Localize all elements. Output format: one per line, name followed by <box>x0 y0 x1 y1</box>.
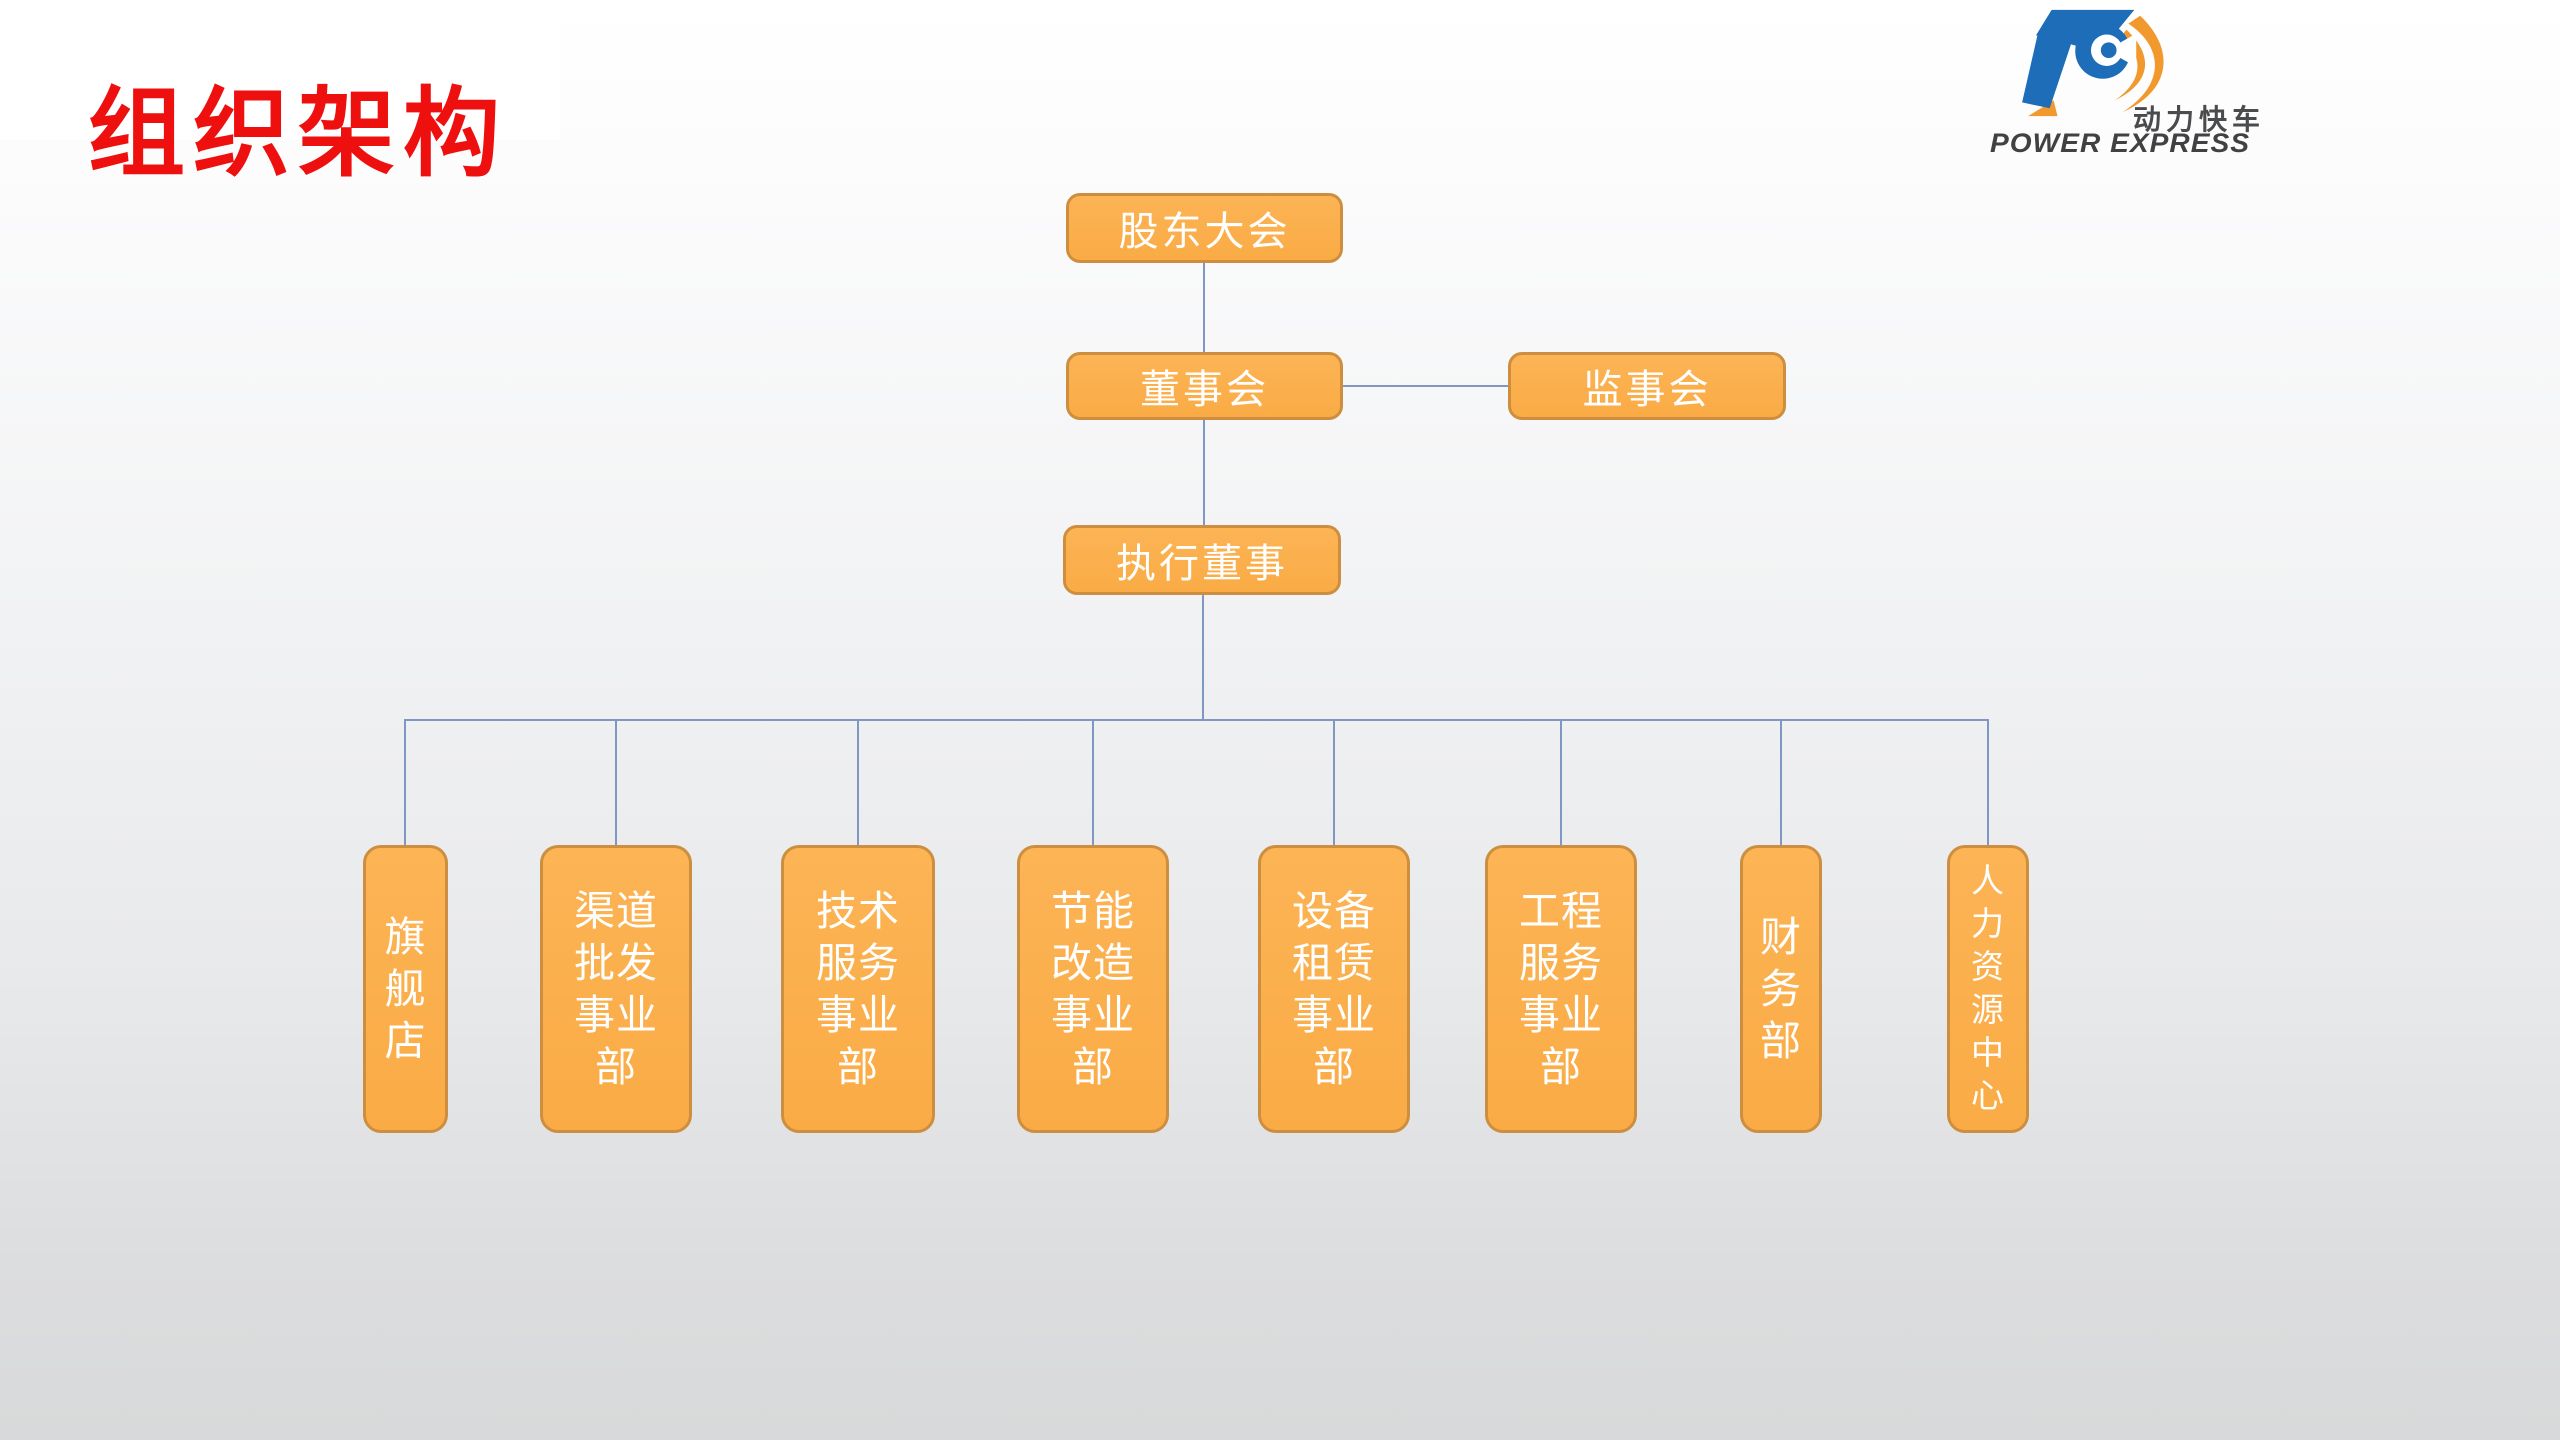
org-node-label: 财 务 部 <box>1760 913 1802 1065</box>
org-node-label: 旗 舰 店 <box>384 913 427 1065</box>
org-node-technical-service-division: 技术 服务 事业 部 <box>781 845 935 1133</box>
org-node-label: 技术 服务 事业 部 <box>816 887 900 1091</box>
org-node-supervisory-board: 监事会 <box>1508 352 1786 420</box>
org-node-human-resources-center: 人 力 资 源 中 心 <box>1947 845 2029 1133</box>
org-node-label: 监事会 <box>1582 368 1712 412</box>
connector-executive-to-bus <box>1202 595 1204 720</box>
logo-brand-chinese: 动力快车 <box>2133 104 2266 135</box>
power-express-logo-icon <box>2022 9 2164 117</box>
connector-drop-technical-service <box>857 721 859 845</box>
connector-drop-equipment-leasing <box>1333 721 1335 845</box>
org-node-flagship-store: 旗 舰 店 <box>363 845 448 1133</box>
org-node-shareholders-meeting: 股东大会 <box>1066 193 1343 263</box>
connector-drop-engineering-service <box>1560 721 1562 845</box>
org-node-equipment-leasing-division: 设备 租赁 事业 部 <box>1258 845 1410 1133</box>
org-node-label: 股东大会 <box>1118 210 1291 254</box>
connector-drop-energy-saving <box>1092 721 1094 845</box>
org-node-channel-wholesale-division: 渠道 批发 事业 部 <box>540 845 692 1133</box>
connector-drop-flagship-store <box>404 721 406 845</box>
connector-drop-human-resources <box>1987 721 1989 845</box>
org-node-board-of-directors: 董事会 <box>1066 352 1343 420</box>
connector-board-to-executive <box>1203 420 1205 525</box>
org-node-label: 董事会 <box>1140 368 1269 412</box>
org-node-label: 工程 服务 事业 部 <box>1519 887 1603 1091</box>
connector-board-to-supervisory <box>1343 385 1508 387</box>
org-node-energy-saving-retrofit-division: 节能 改造 事业 部 <box>1017 845 1169 1133</box>
org-node-executive-director: 执行董事 <box>1063 525 1341 595</box>
org-node-label: 节能 改造 事业 部 <box>1051 887 1135 1091</box>
connector-drop-channel-wholesale <box>615 721 617 845</box>
logo-brand-english: POWER EXPRESS <box>1990 128 2251 158</box>
org-node-finance-department: 财 务 部 <box>1740 845 1822 1133</box>
title-background <box>0 0 560 140</box>
org-node-engineering-service-division: 工程 服务 事业 部 <box>1485 845 1637 1133</box>
org-node-label: 执行董事 <box>1116 542 1288 586</box>
connector-drop-finance <box>1780 721 1782 845</box>
connector-bus <box>404 719 1989 721</box>
page-title: 组织架构 <box>88 80 508 188</box>
power-express-logo: 动力快车 POWER EXPRESS <box>1988 2 2318 172</box>
org-node-label: 渠道 批发 事业 部 <box>574 887 658 1091</box>
org-node-label: 人 力 资 源 中 心 <box>1971 862 2005 1114</box>
connector-shareholders-to-board <box>1203 263 1205 352</box>
org-node-label: 设备 租赁 事业 部 <box>1292 887 1376 1091</box>
